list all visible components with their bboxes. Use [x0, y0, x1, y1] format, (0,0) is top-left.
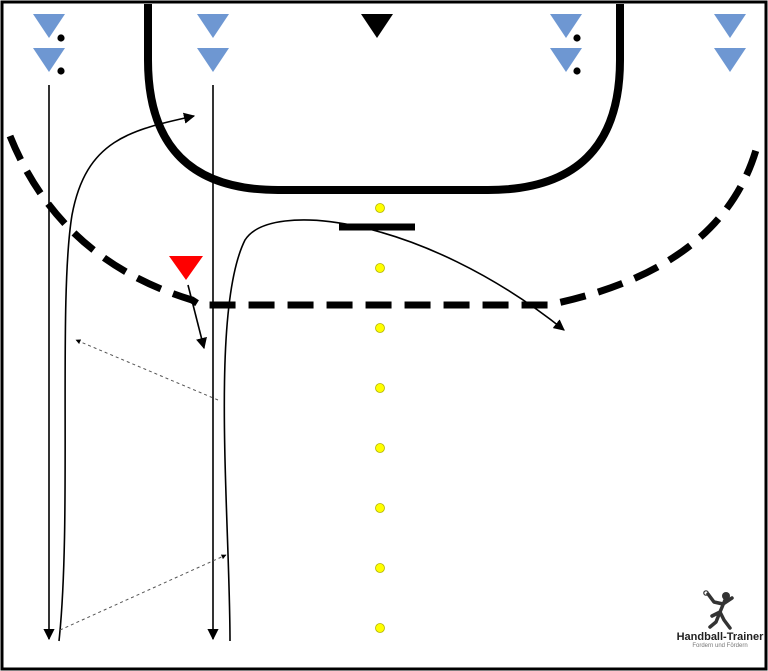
defender-move-arrow [187, 284, 207, 350]
logo-tagline: Fordern und Fördern [692, 643, 748, 649]
handball-trainer-logo: Handball-Trainer Fordern und Fördern [672, 590, 768, 666]
goal-area-line [144, 4, 624, 194]
player-group [33, 14, 746, 280]
ball [57, 34, 65, 42]
goalkeeper-player [361, 14, 393, 38]
attacker-player [33, 14, 65, 38]
ball [57, 67, 65, 75]
cone [375, 383, 385, 393]
ball [573, 34, 581, 42]
attacker-player [197, 14, 229, 38]
attacker-player [714, 48, 746, 72]
attacker-player [197, 48, 229, 72]
pass-line-upper [75, 339, 219, 401]
attacker-player [33, 48, 65, 72]
pass-line-lower [59, 554, 227, 631]
attacker-player [714, 14, 746, 38]
free-throw-line [6, 134, 760, 309]
attacker-player [550, 48, 582, 72]
cone [375, 443, 385, 453]
cone [375, 263, 385, 273]
curved-run-right [223, 219, 565, 642]
logo-brand: Handball-Trainer [676, 631, 764, 643]
cone [375, 323, 385, 333]
cone [375, 203, 385, 213]
curved-run-left [58, 112, 196, 642]
cone-group [375, 203, 385, 633]
cone [375, 563, 385, 573]
attacker-player [550, 14, 582, 38]
ball [573, 67, 581, 75]
cone [375, 503, 385, 513]
defender-player-red [169, 256, 203, 280]
cone [375, 623, 385, 633]
handball-player-icon [703, 590, 734, 630]
